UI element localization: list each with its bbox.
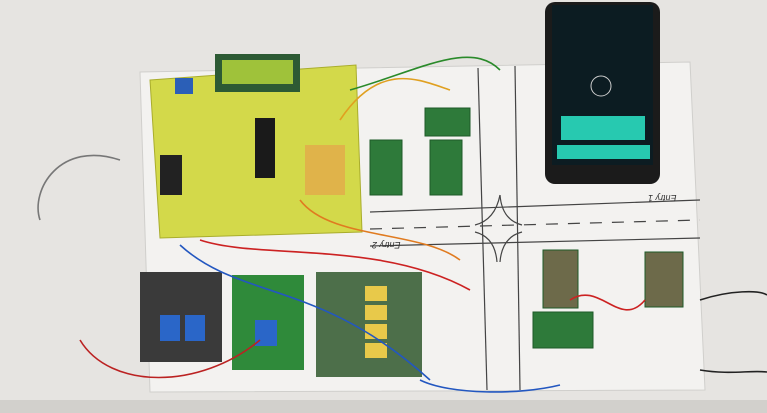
label-entry-1: Entry 1 [648, 193, 677, 203]
phone-screen [552, 5, 653, 165]
label-entry-2: Entry 2 [372, 240, 401, 250]
microcontroller-chip [255, 118, 275, 178]
ir-sensor-modules [369, 107, 684, 349]
relay-board-left [140, 272, 222, 362]
wires [37, 56, 767, 393]
